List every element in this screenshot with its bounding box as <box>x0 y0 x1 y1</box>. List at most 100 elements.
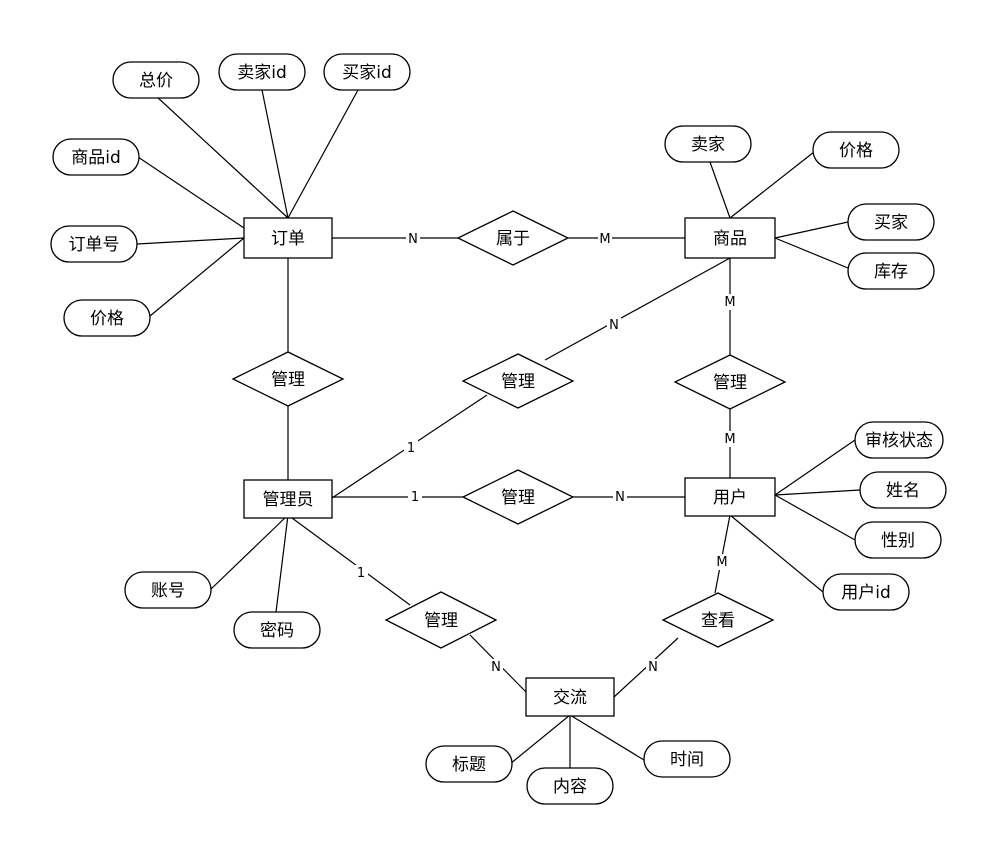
line-product-price <box>729 151 815 219</box>
svg-text:审核状态: 审核状态 <box>865 431 933 451</box>
attribute-user-id[interactable]: 用户id <box>822 573 910 611</box>
svg-text:管理: 管理 <box>713 373 747 393</box>
svg-text:账号: 账号 <box>151 581 185 601</box>
svg-text:价格: 价格 <box>839 141 873 161</box>
attribute-review-status[interactable]: 审核状态 <box>854 421 944 459</box>
svg-text:管理员: 管理员 <box>263 490 314 510</box>
svg-text:买家: 买家 <box>874 213 908 233</box>
cardinality-admin-manage-exchange: 1 <box>357 566 365 581</box>
svg-text:商品id: 商品id <box>71 148 121 168</box>
line-admin-account <box>209 514 289 591</box>
svg-text:密码: 密码 <box>260 621 294 641</box>
svg-text:管理: 管理 <box>501 372 535 392</box>
svg-text:查看: 查看 <box>701 611 735 631</box>
entity-exchange[interactable]: 交流 <box>525 677 615 717</box>
line-product-buyer <box>774 221 849 239</box>
attribute-buyer[interactable]: 买家 <box>847 203 935 241</box>
entities: 订单 商品 管理员 用户 交流 <box>243 217 776 717</box>
svg-text:总价: 总价 <box>139 71 173 91</box>
attribute-product-id[interactable]: 商品id <box>52 138 140 176</box>
svg-text:卖家id: 卖家id <box>237 63 287 83</box>
line-order-price <box>149 237 245 317</box>
entity-order[interactable]: 订单 <box>243 217 333 259</box>
svg-text:订单号: 订单号 <box>69 235 120 255</box>
attributes: 总价 卖家id 买家id 商品id 订单号 价格 卖家 价格 <box>50 53 947 805</box>
svg-text:库存: 库存 <box>874 262 908 282</box>
attribute-order-no[interactable]: 订单号 <box>50 225 138 263</box>
line-order-buyer-id <box>287 89 359 219</box>
cardinality-user-view: M <box>716 555 727 570</box>
cardinality-belongs-product: M <box>599 232 610 247</box>
svg-text:属于: 属于 <box>496 229 530 249</box>
relationship-manage-order[interactable]: 管理 <box>231 351 345 407</box>
svg-text:卖家: 卖家 <box>691 135 725 155</box>
line-order-product-id <box>137 156 245 229</box>
attribute-seller-id[interactable]: 卖家id <box>218 53 306 91</box>
svg-text:买家id: 买家id <box>342 63 392 83</box>
attribute-time[interactable]: 时间 <box>643 740 731 778</box>
cardinality-product-manage-user: M <box>724 295 735 310</box>
line-exchange-time <box>569 714 645 761</box>
attribute-total-price[interactable]: 总价 <box>112 61 200 99</box>
relationship-view[interactable]: 查看 <box>661 592 775 648</box>
attribute-account[interactable]: 账号 <box>124 571 212 609</box>
line-user-user-id <box>729 514 824 593</box>
attribute-name[interactable]: 姓名 <box>859 471 947 509</box>
line-order-order-no <box>136 237 245 245</box>
cardinality-admin-manage-product: 1 <box>407 441 415 456</box>
attribute-title[interactable]: 标题 <box>425 745 513 783</box>
svg-text:商品: 商品 <box>713 229 747 249</box>
attribute-order-price[interactable]: 价格 <box>63 299 151 337</box>
svg-text:管理: 管理 <box>271 370 305 390</box>
svg-text:管理: 管理 <box>501 488 535 508</box>
attribute-seller[interactable]: 卖家 <box>664 125 752 163</box>
svg-text:订单: 订单 <box>271 229 305 249</box>
line-product-stock <box>774 237 849 269</box>
attribute-gender[interactable]: 性别 <box>854 521 942 559</box>
relationships: 属于 管理 管理 管理 管理 管理 查看 <box>231 210 787 649</box>
cardinality-manage-exchange-exchange: N <box>491 660 501 675</box>
cardinality-manage-user-user: M <box>724 432 735 447</box>
entity-admin[interactable]: 管理员 <box>243 479 333 519</box>
cardinality-admin-manage-user: 1 <box>411 490 419 505</box>
svg-text:性别: 性别 <box>881 531 915 551</box>
svg-text:姓名: 姓名 <box>886 481 920 501</box>
line-admin-password <box>275 514 289 613</box>
line-manage-product-product <box>544 257 731 361</box>
svg-text:交流: 交流 <box>553 688 587 708</box>
attribute-stock[interactable]: 库存 <box>847 252 935 290</box>
line-user-name <box>774 489 861 496</box>
svg-text:时间: 时间 <box>670 750 704 770</box>
line-user-review-status <box>774 439 856 496</box>
line-order-total-price <box>155 95 289 219</box>
line-exchange-title <box>509 714 571 765</box>
connector-lines <box>136 89 861 768</box>
entity-product[interactable]: 商品 <box>684 217 776 259</box>
cardinality-view-exchange: N <box>648 660 658 675</box>
relationship-manage-product-admin[interactable]: 管理 <box>461 353 575 409</box>
line-product-seller <box>709 161 731 219</box>
relationship-manage-product-user[interactable]: 管理 <box>673 354 787 410</box>
svg-text:管理: 管理 <box>424 611 458 631</box>
relationship-manage-exchange[interactable]: 管理 <box>384 591 498 649</box>
svg-text:价格: 价格 <box>90 309 124 329</box>
cardinality-manage-user-to-user: N <box>615 490 625 505</box>
line-user-gender <box>774 494 856 541</box>
relationship-belongs[interactable]: 属于 <box>456 210 570 266</box>
cardinality-product-manage-admin: N <box>609 318 619 333</box>
relationship-manage-user[interactable]: 管理 <box>461 469 575 525</box>
svg-text:内容: 内容 <box>553 777 587 797</box>
entity-user[interactable]: 用户 <box>684 477 776 517</box>
cardinality-order-belongs: N <box>408 232 418 247</box>
svg-text:标题: 标题 <box>452 755 486 775</box>
line-order-seller-id <box>261 89 289 219</box>
attribute-content[interactable]: 内容 <box>526 767 614 805</box>
attribute-buyer-id[interactable]: 买家id <box>323 53 411 91</box>
svg-text:用户id: 用户id <box>841 583 891 603</box>
cardinalities: N M N M M 1 1 N 1 M N N <box>354 231 737 675</box>
line-admin-manage-exchange <box>287 514 411 606</box>
svg-text:用户: 用户 <box>713 488 747 508</box>
attribute-product-price[interactable]: 价格 <box>812 131 900 169</box>
attribute-password[interactable]: 密码 <box>233 611 321 649</box>
